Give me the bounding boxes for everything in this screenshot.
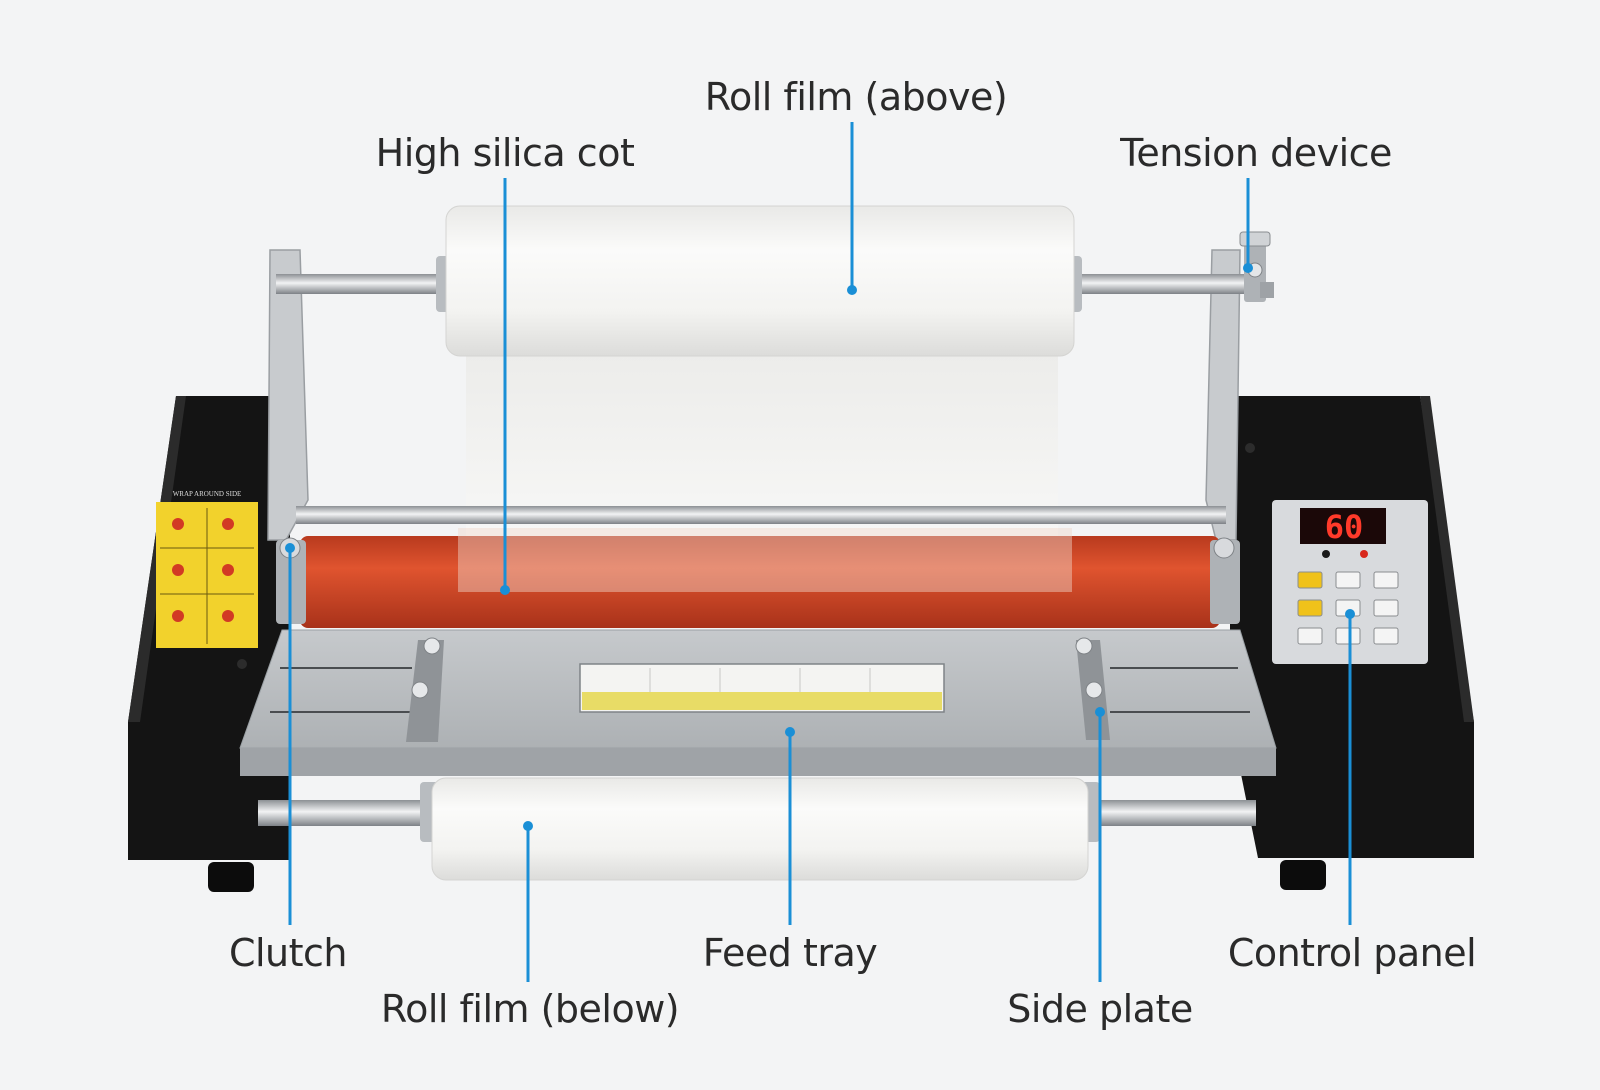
- feed-tray: [239, 629, 1277, 776]
- label-roll-film-below: Roll film (below): [380, 987, 680, 1031]
- label-tension-device: Tension device: [1120, 131, 1392, 175]
- silica-roller: [276, 528, 1240, 628]
- left-housing: WRAP AROUND SIDE: [128, 396, 290, 892]
- callout-lines: [288, 122, 1352, 982]
- right-housing: 60: [1230, 396, 1474, 890]
- panel-buttons: [1297, 571, 1399, 645]
- upper-film-roll: [436, 205, 1082, 357]
- label-feed-tray: Feed tray: [702, 931, 878, 975]
- label-control-panel: Control panel: [1227, 931, 1477, 975]
- middle-rod: [296, 506, 1226, 524]
- callout-dots: [285, 263, 1355, 831]
- lcd-readout: 60: [1325, 508, 1364, 546]
- label-roll-film-above: Roll film (above): [704, 75, 1008, 119]
- label-side-plate: Side plate: [1007, 987, 1193, 1031]
- lcd-display: [1300, 508, 1386, 544]
- label-high-silica-cot: High silica cot: [375, 131, 635, 175]
- lower-film-roll: [420, 777, 1100, 881]
- sticker-title: WRAP AROUND SIDE: [173, 490, 242, 498]
- label-clutch: Clutch: [228, 931, 348, 975]
